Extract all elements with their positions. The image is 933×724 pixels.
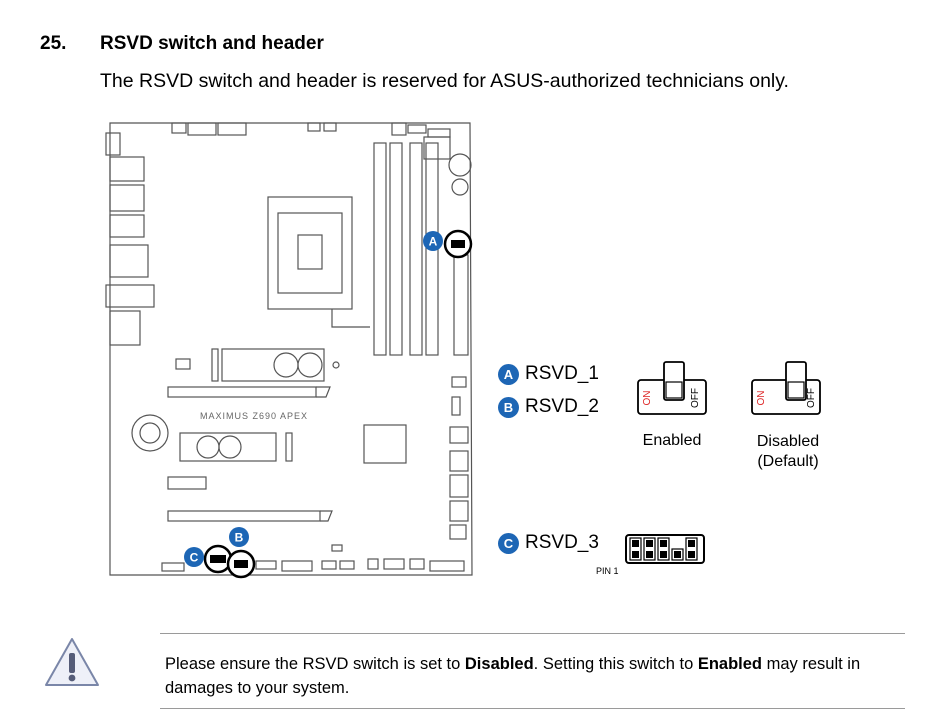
note-bold-enabled: Enabled [697,655,763,673]
switch-off-label-2: OFF [806,388,817,408]
legend-rsvd3-label: RSVD_3 [525,532,599,553]
legend-badge-b: B [498,396,519,418]
callout-a-badge [423,231,443,251]
warning-note: Please ensure the RSVD switch is set to … [165,652,905,700]
callout-c-badge [184,547,204,567]
switch-disabled-diagram: ON OFF [751,361,821,415]
note-text-3: may result in damages to your system. [165,655,861,697]
legend-badge-c: C [498,532,519,554]
warning-icon [45,638,99,686]
note-text-2: . Setting this switch to [533,655,698,673]
section-number: 25. [40,33,67,54]
legend-rsvd2: B RSVD_2 [498,396,599,418]
motherboard-diagram: MAXIMUS Z690 APEX A C B [105,122,473,579]
board-outline [109,122,473,576]
callout-b-letter: B [235,531,244,545]
callout-a-letter: A [429,235,438,249]
callout-c-letter: C [190,551,199,565]
section-title: RSVD switch and header [100,33,324,54]
legend-rsvd1: A RSVD_1 [498,363,599,385]
switch-on-label: ON [642,391,653,406]
board-model-label: MAXIMUS Z690 APEX [200,411,308,421]
rsvd3-header-diagram [625,534,705,564]
legend-rsvd2-label: RSVD_2 [525,396,599,417]
pin1-label: PIN 1 [596,566,619,576]
disabled-caption: Disabled (Default) [738,432,838,472]
note-bold-disabled: Disabled [464,655,534,673]
switch-enabled-diagram: ON OFF [637,361,707,415]
note-top-rule [160,633,905,634]
note-text-1: Please ensure the RSVD switch is set to [165,655,465,673]
note-bottom-rule [160,708,905,709]
legend-rsvd3: C RSVD_3 [498,532,599,554]
switch-off-label: OFF [690,388,701,408]
callout-b-badge [229,527,249,547]
enabled-caption: Enabled [642,432,702,449]
disabled-caption-line1: Disabled [756,433,820,450]
switch-on-label-2: ON [756,391,767,406]
legend-rsvd1-label: RSVD_1 [525,363,599,384]
section-intro: The RSVD switch and header is reserved f… [100,70,789,92]
legend-badge-a: A [498,363,519,385]
disabled-caption-line2: (Default) [757,453,819,470]
